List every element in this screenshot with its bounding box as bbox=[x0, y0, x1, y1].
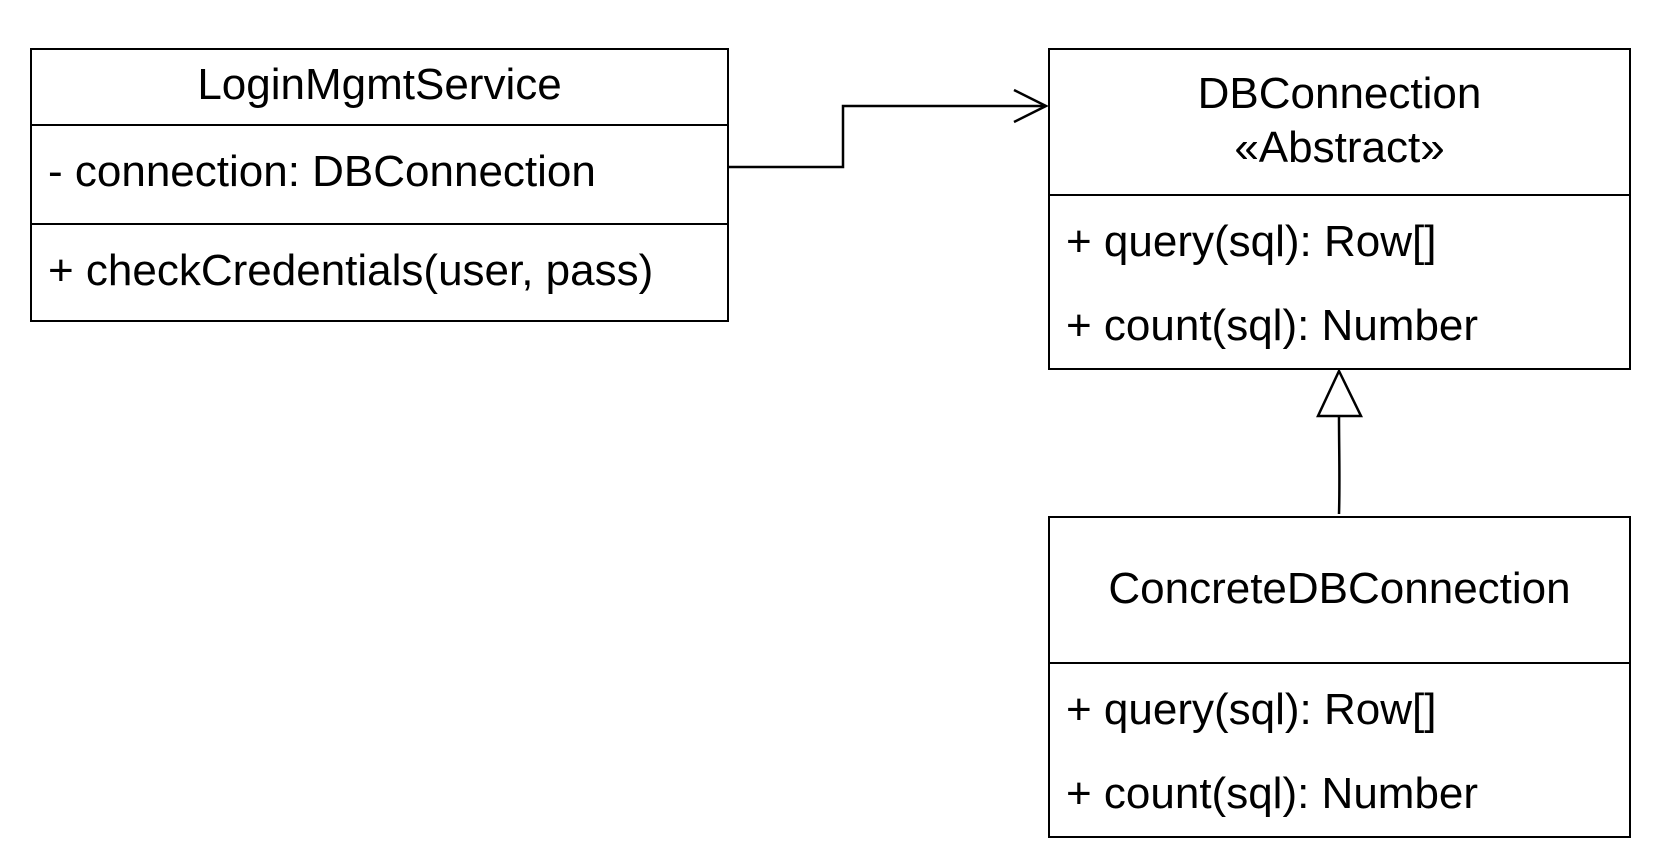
association-arrowhead bbox=[1013, 88, 1049, 124]
class-name: ConcreteDBConnection bbox=[1108, 564, 1571, 613]
class-concrete-db-connection[interactable]: ConcreteDBConnection + query(sql): Row[]… bbox=[1048, 516, 1631, 838]
class-login-mgmt-service[interactable]: LoginMgmtService - connection: DBConnect… bbox=[30, 48, 729, 322]
attributes-compartment: - connection: DBConnection bbox=[32, 126, 727, 224]
operation-item: + query(sql): Row[] bbox=[1066, 685, 1437, 734]
attribute-item: - connection: DBConnection bbox=[48, 147, 596, 196]
class-stereotype: «Abstract» bbox=[1234, 123, 1445, 172]
operation-item: + count(sql): Number bbox=[1066, 301, 1479, 350]
compartment-divider bbox=[1050, 194, 1629, 196]
operations-compartment: + query(sql): Row[] + count(sql): Number bbox=[1050, 664, 1629, 836]
operations-compartment: + checkCredentials(user, pass) bbox=[32, 225, 727, 320]
class-name-compartment: ConcreteDBConnection bbox=[1050, 518, 1629, 663]
class-db-connection[interactable]: DBConnection «Abstract» + query(sql): Ro… bbox=[1048, 48, 1631, 370]
operation-item: + query(sql): Row[] bbox=[1066, 217, 1437, 266]
generalization-triangle bbox=[1316, 368, 1364, 418]
compartment-divider bbox=[32, 124, 727, 126]
operations-compartment: + query(sql): Row[] + count(sql): Number bbox=[1050, 196, 1629, 368]
association-line bbox=[729, 104, 1046, 169]
compartment-divider bbox=[32, 223, 727, 225]
operation-item: + count(sql): Number bbox=[1066, 769, 1479, 818]
class-name-compartment: DBConnection «Abstract» bbox=[1050, 50, 1629, 195]
class-name-compartment: LoginMgmtService bbox=[32, 50, 727, 125]
compartment-divider bbox=[1050, 662, 1629, 664]
class-name: DBConnection bbox=[1197, 69, 1482, 118]
class-name: LoginMgmtService bbox=[197, 60, 562, 109]
operation-item: + checkCredentials(user, pass) bbox=[48, 246, 654, 295]
